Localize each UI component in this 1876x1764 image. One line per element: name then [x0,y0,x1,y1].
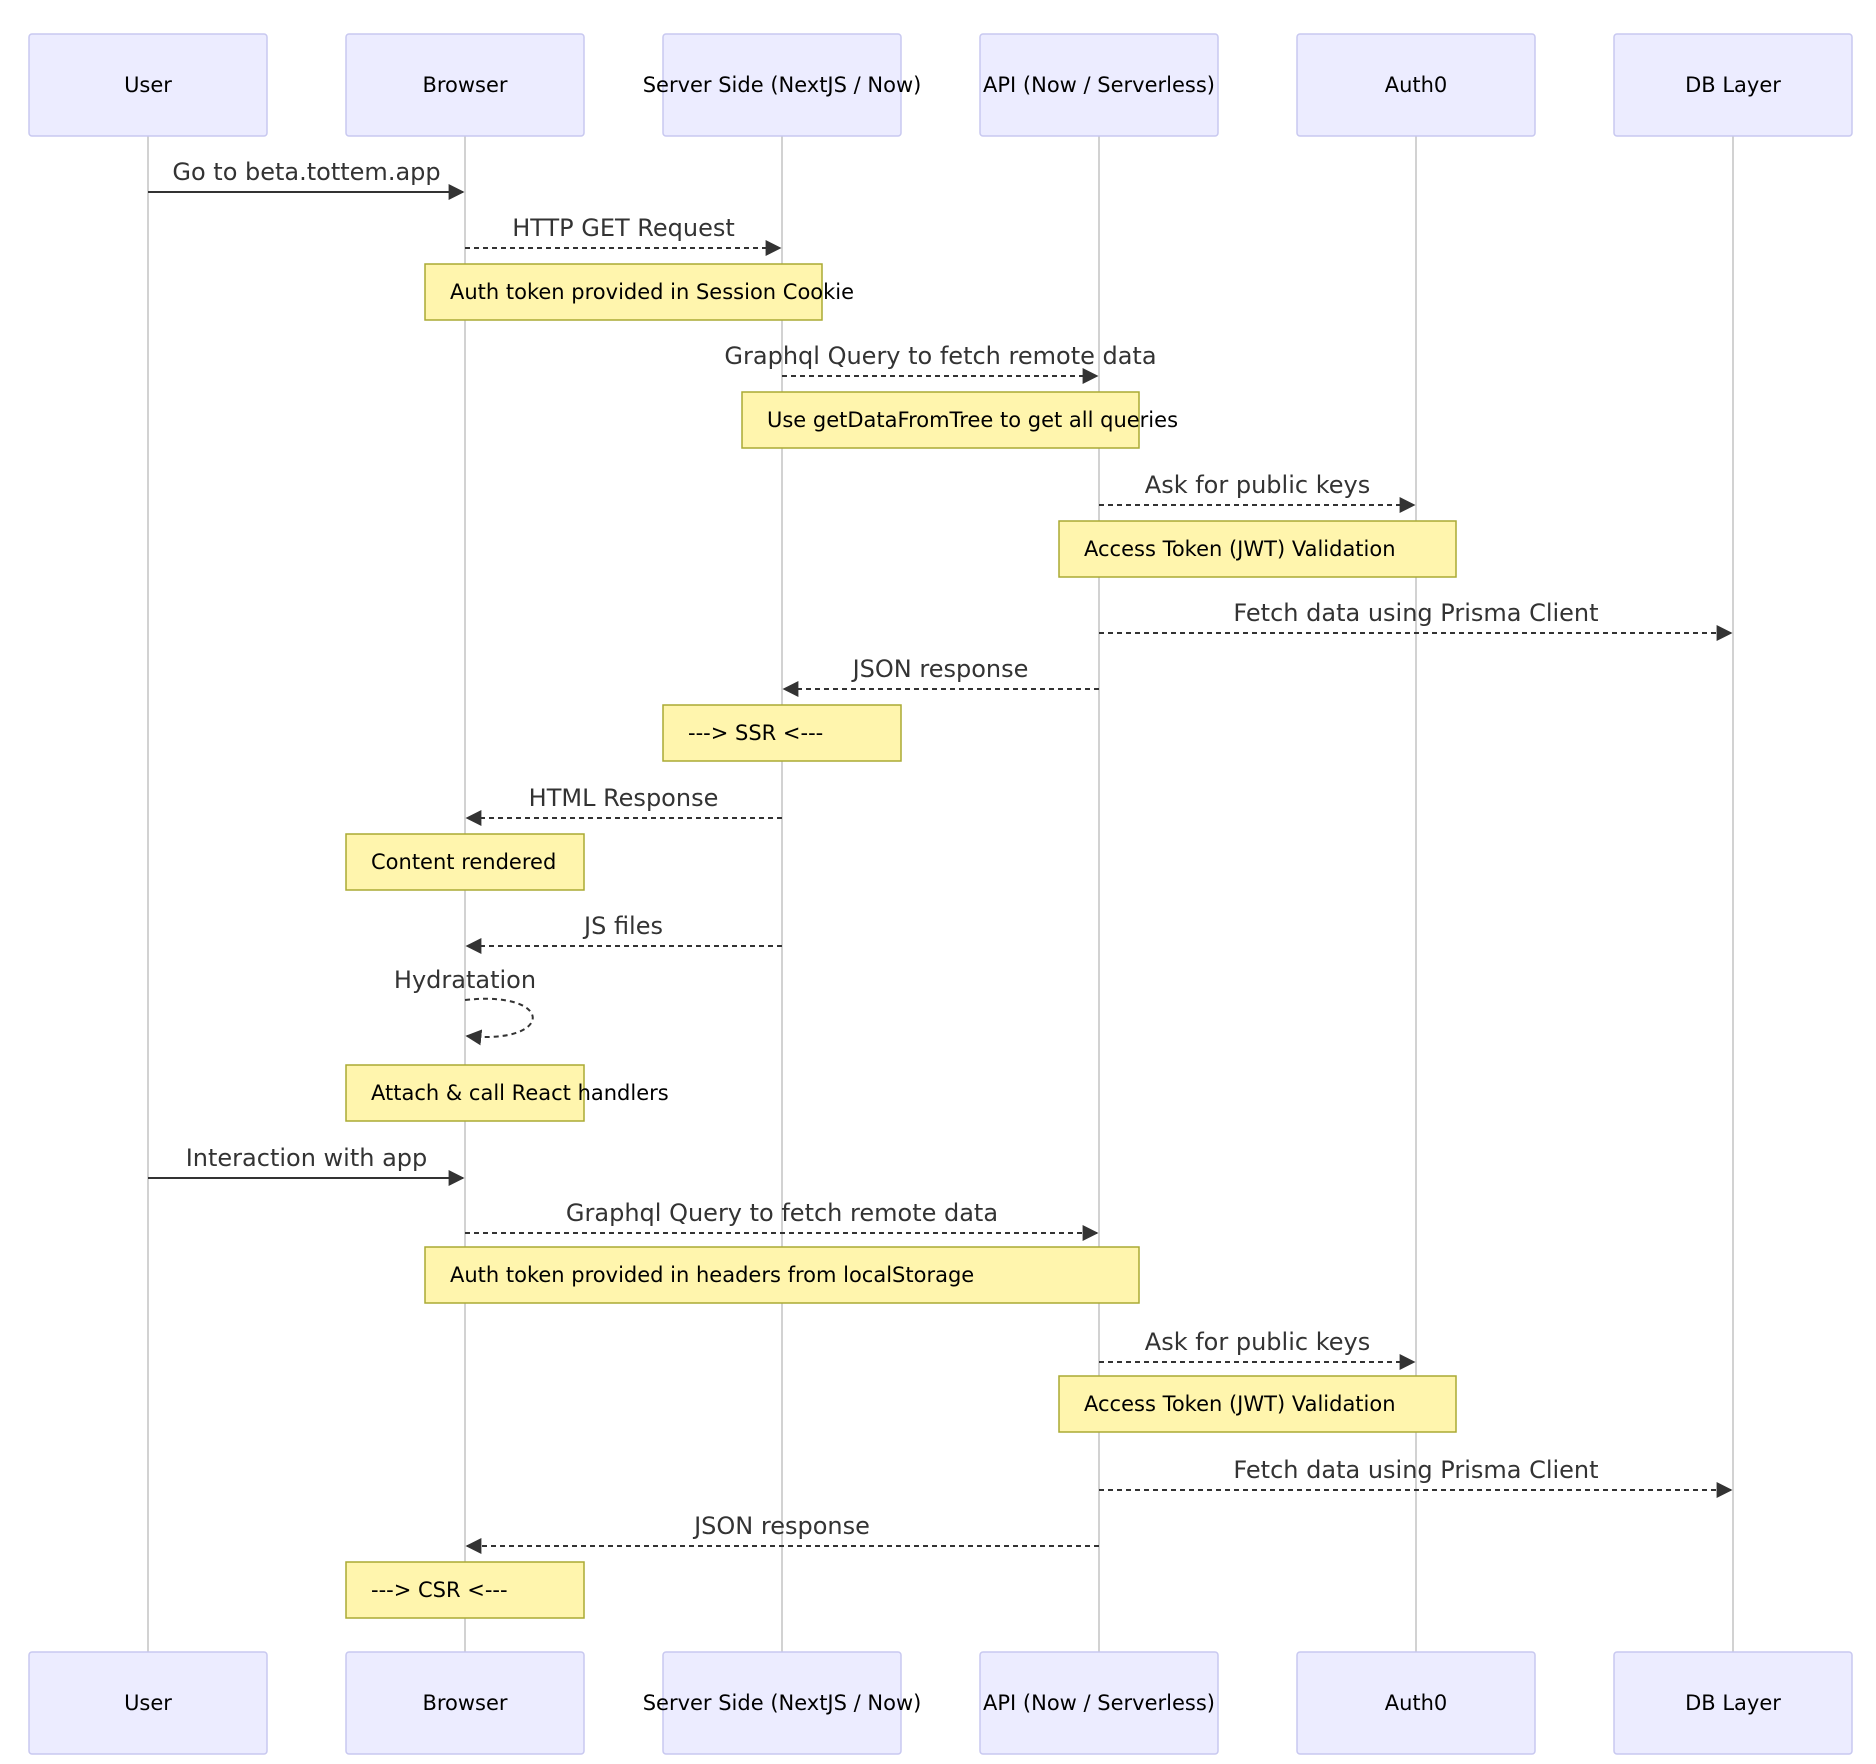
notes: Auth token provided in Session CookieUse… [345,263,1457,1619]
message-arrow: HTTP GET Request [465,214,782,256]
note-box [345,833,585,891]
actor-label: Browser [422,1691,507,1715]
actor-browser-top: Browser [345,33,585,137]
actor-label: Browser [422,73,507,97]
message-arrow: JSON response [465,1512,1099,1554]
actor-box [1296,33,1536,137]
actor-box [28,33,268,137]
message-label: JSON response [851,655,1029,683]
note: ---> CSR <--- [345,1561,585,1619]
actor-box [662,33,902,137]
note: Access Token (JWT) Validation [1058,1375,1457,1433]
actor-user-top: User [28,33,268,137]
note: ---> SSR <--- [662,704,902,762]
note-box [1058,520,1457,578]
message-label: Graphql Query to fetch remote data [566,1199,998,1227]
actor-server-top: Server Side (NextJS / Now) [643,33,922,137]
lifelines [147,136,1734,1652]
actor-server-bottom: Server Side (NextJS / Now) [643,1651,922,1755]
note: Auth token provided in Session Cookie [424,263,854,321]
actors-top: User Browser Server Side (NextJS / Now) API… [28,33,1853,137]
actor-label: Server Side (NextJS / Now) [643,1691,922,1715]
actor-label: Server Side (NextJS / Now) [643,73,922,97]
actor-label: API (Now / Serverless) [983,1691,1215,1715]
message-label: Fetch data using Prisma Client [1233,599,1598,627]
note-text: Access Token (JWT) Validation [1084,1392,1396,1416]
note-box [345,1064,585,1122]
actor-box [979,33,1219,137]
actor-label: User [124,1691,172,1715]
actor-label: User [124,73,172,97]
actor-box [1613,33,1853,137]
message-label: HTTP GET Request [512,214,735,242]
actor-box [345,1651,585,1755]
message-arrow: Ask for public keys [1099,471,1416,513]
message-line [464,997,534,1046]
note-text: Access Token (JWT) Validation [1084,537,1396,561]
actor-db-top: DB Layer [1613,33,1853,137]
actor-label: DB Layer [1685,1691,1781,1715]
actor-box [662,1651,902,1755]
message-label: Ask for public keys [1145,1328,1370,1356]
note-text: Auth token provided in Session Cookie [450,280,854,304]
note: Use getDataFromTree to get all queries [741,391,1178,449]
message-label: JS files [582,912,663,940]
note-box [741,391,1140,449]
actor-box [28,1651,268,1755]
note-text: ---> SSR <--- [688,721,823,745]
message-arrow: HTML Response [465,784,782,826]
message-label: Fetch data using Prisma Client [1233,1456,1598,1484]
message-arrow: JS files [465,912,782,954]
message-arrow: Go to beta.tottem.app [148,158,465,200]
actor-box [1613,1651,1853,1755]
actors-bottom: User Browser Server Side (NextJS / Now) API… [28,1651,1853,1755]
message-arrow: JSON response [782,655,1099,697]
note-box [424,263,823,321]
message-arrow: Fetch data using Prisma Client [1099,599,1733,641]
message-arrow: Ask for public keys [1099,1328,1416,1370]
message-label: JSON response [692,1512,870,1540]
actor-label: Auth0 [1385,73,1448,97]
actor-browser-bottom: Browser [345,1651,585,1755]
message-label: Hydratation [394,966,536,994]
note-box [1058,1375,1457,1433]
actor-label: DB Layer [1685,73,1781,97]
actor-api-top: API (Now / Serverless) [979,33,1219,137]
actor-auth0-bottom: Auth0 [1296,1651,1536,1755]
message-label: Interaction with app [186,1144,428,1172]
note: Auth token provided in headers from loca… [424,1246,1140,1304]
note-text: Content rendered [371,850,556,874]
note-text: ---> CSR <--- [371,1578,508,1602]
message-arrow: Fetch data using Prisma Client [1099,1456,1733,1498]
actor-api-bottom: API (Now / Serverless) [979,1651,1219,1755]
note-box [424,1246,1140,1304]
message-label: Graphql Query to fetch remote data [724,342,1156,370]
note: Content rendered [345,833,585,891]
message-label: Go to beta.tottem.app [172,158,440,186]
actor-box [345,33,585,137]
actor-label: Auth0 [1385,1691,1448,1715]
message-arrow: Hydratation [394,966,536,1046]
note-text: Auth token provided in headers from loca… [450,1263,974,1287]
actor-box [979,1651,1219,1755]
message-label: Ask for public keys [1145,471,1370,499]
actor-box [1296,1651,1536,1755]
note-text: Use getDataFromTree to get all queries [767,408,1178,432]
note-box [662,704,902,762]
note: Attach & call React handlers [345,1064,669,1122]
actor-auth0-top: Auth0 [1296,33,1536,137]
message-label: HTML Response [529,784,719,812]
actor-db-bottom: DB Layer [1613,1651,1853,1755]
message-arrow: Interaction with app [148,1144,465,1186]
note-text: Attach & call React handlers [371,1081,669,1105]
note-box [345,1561,585,1619]
actor-label: API (Now / Serverless) [983,73,1215,97]
message-arrow: Graphql Query to fetch remote data [465,1199,1099,1241]
message-arrow: Graphql Query to fetch remote data [724,342,1157,384]
note: Access Token (JWT) Validation [1058,520,1457,578]
actor-user-bottom: User [28,1651,268,1755]
